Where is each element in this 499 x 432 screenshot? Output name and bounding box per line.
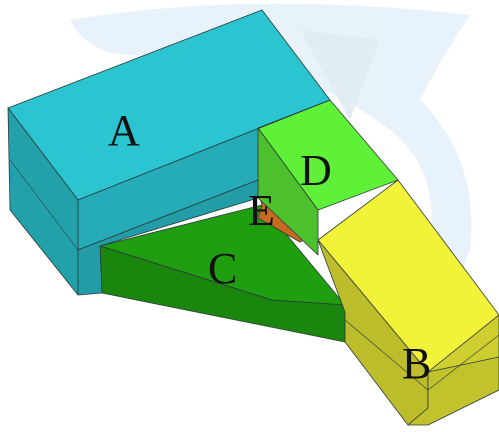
label-a: A (108, 106, 140, 155)
watermark-logo (70, 3, 472, 361)
block-a-lower-face (77, 179, 259, 296)
label-c: C (208, 244, 237, 293)
block-a (7, 9, 331, 296)
block-b-bottom-face (407, 356, 499, 426)
label-b: B (402, 339, 431, 388)
seam-lines (9, 159, 499, 391)
label-d: D (300, 146, 332, 195)
label-e: E (248, 186, 275, 235)
block-b (317, 179, 499, 426)
